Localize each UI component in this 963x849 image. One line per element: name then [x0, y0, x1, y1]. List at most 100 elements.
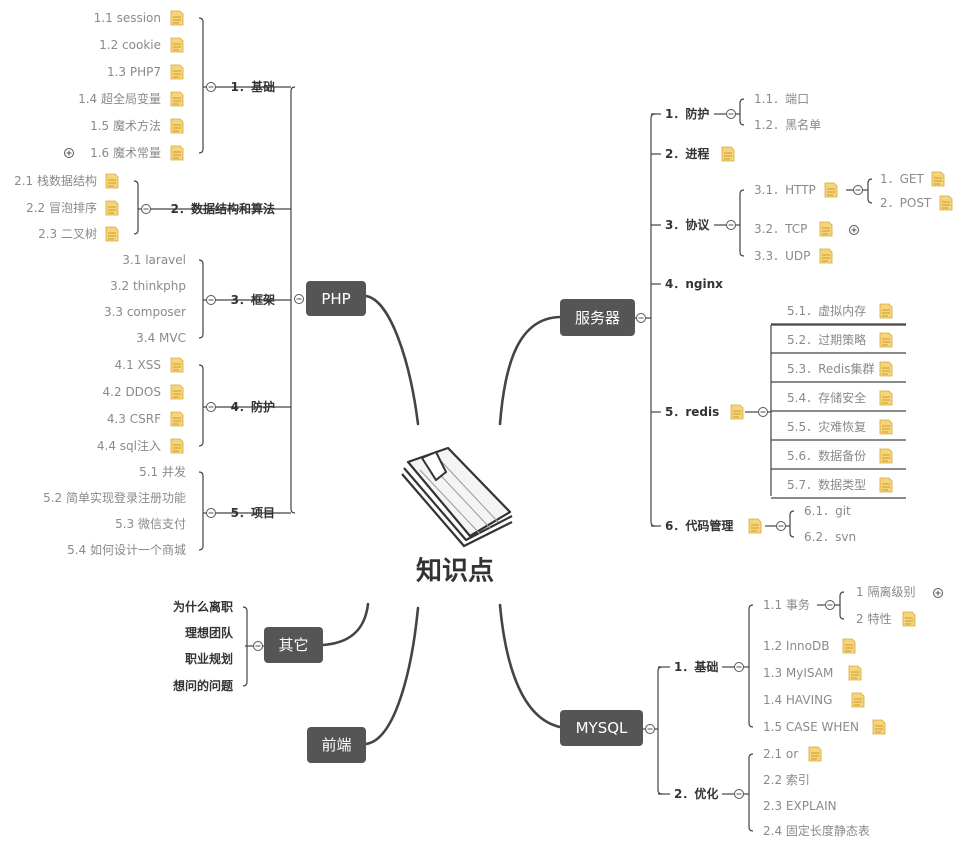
collapse-toggle-icon[interactable]: [758, 407, 768, 417]
mysql-branch-1[interactable]: 1．基础: [674, 660, 719, 674]
php-branch-4[interactable]: 4．防护: [230, 400, 275, 414]
server-item[interactable]: 3.1．HTTP: [754, 183, 816, 197]
server-item[interactable]: 5.7．数据类型: [787, 478, 867, 492]
collapse-toggle-icon[interactable]: [141, 204, 151, 214]
mysql-item[interactable]: 1.4 HAVING: [763, 693, 833, 707]
php-item[interactable]: 5.4 如何设计一个商城: [67, 543, 186, 557]
php-item[interactable]: 3.2 thinkphp: [110, 279, 186, 293]
note-icon[interactable]: [105, 226, 119, 242]
collapse-toggle-icon[interactable]: [776, 521, 786, 531]
note-icon[interactable]: [879, 390, 893, 406]
note-icon[interactable]: [879, 303, 893, 319]
topic-php-box[interactable]: [306, 281, 366, 316]
note-icon[interactable]: [170, 10, 184, 26]
expand-plus-icon[interactable]: [849, 225, 859, 235]
mysql-item[interactable]: 2.2 索引: [763, 773, 810, 787]
mysql-item[interactable]: 1.3 MyISAM: [763, 666, 834, 680]
mysql-item[interactable]: 2.4 固定长度静态表: [763, 824, 870, 838]
note-icon[interactable]: [721, 146, 735, 162]
note-icon[interactable]: [819, 248, 833, 264]
php-item[interactable]: 1.5 魔术方法: [90, 119, 161, 133]
server-sub[interactable]: 2．POST: [880, 196, 932, 210]
collapse-toggle-icon[interactable]: [825, 600, 835, 610]
php-item[interactable]: 1.2 cookie: [99, 38, 161, 52]
collapse-toggle-icon[interactable]: [294, 294, 304, 304]
note-icon[interactable]: [842, 638, 856, 654]
server-item[interactable]: 6.1．git: [804, 504, 851, 518]
php-item[interactable]: 5.2 简单实现登录注册功能: [43, 491, 186, 505]
collapse-toggle-icon[interactable]: [726, 220, 736, 230]
php-item[interactable]: 3.3 composer: [103, 305, 186, 319]
php-branch-5[interactable]: 5．项目: [230, 506, 275, 520]
server-item[interactable]: 6.2．svn: [804, 530, 857, 544]
server-item[interactable]: 3.3．UDP: [754, 249, 811, 263]
php-branch-3[interactable]: 3．框架: [230, 293, 275, 307]
collapse-toggle-icon[interactable]: [206, 508, 216, 518]
note-icon[interactable]: [170, 145, 184, 161]
note-icon[interactable]: [170, 357, 184, 373]
php-item[interactable]: 1.4 超全局变量: [78, 92, 161, 106]
note-icon[interactable]: [105, 200, 119, 216]
server-item[interactable]: 5.3．Redis集群: [787, 362, 875, 376]
server-branch-4[interactable]: 4．nginx: [665, 277, 723, 291]
php-branch-2[interactable]: 2．数据结构和算法: [170, 202, 275, 216]
note-icon[interactable]: [170, 438, 184, 454]
php-branch-1[interactable]: 1．基础: [230, 80, 275, 94]
php-item[interactable]: 1.3 PHP7: [106, 65, 161, 79]
mysql-item[interactable]: 1.1 事务: [763, 598, 810, 612]
collapse-toggle-icon[interactable]: [206, 295, 216, 305]
collapse-toggle-icon[interactable]: [253, 641, 263, 651]
collapse-toggle-icon[interactable]: [853, 185, 863, 195]
server-item[interactable]: 5.6．数据备份: [787, 449, 867, 463]
topic-server-box[interactable]: [560, 299, 635, 336]
server-item[interactable]: 1.1．端口: [754, 92, 810, 106]
note-icon[interactable]: [902, 611, 916, 627]
php-item[interactable]: 1.1 session: [93, 11, 161, 25]
topic-other-box[interactable]: [264, 627, 323, 663]
note-icon[interactable]: [748, 518, 762, 534]
php-item[interactable]: 2.2 冒泡排序: [26, 201, 97, 215]
note-icon[interactable]: [819, 221, 833, 237]
note-icon[interactable]: [105, 173, 119, 189]
php-item[interactable]: 3.4 MVC: [136, 331, 186, 345]
server-item[interactable]: 1.2．黑名单: [754, 118, 822, 132]
mysql-item[interactable]: 1.2 InnoDB: [763, 639, 830, 653]
server-item[interactable]: 5.1．虚拟内存: [787, 304, 867, 318]
php-item[interactable]: 4.2 DDOS: [102, 385, 161, 399]
server-branch-6[interactable]: 6．代码管理: [665, 519, 734, 533]
php-item[interactable]: 4.1 XSS: [114, 358, 161, 372]
php-item[interactable]: 2.3 二叉树: [38, 227, 97, 241]
other-item[interactable]: 理想团队: [184, 626, 233, 640]
collapse-toggle-icon[interactable]: [206, 402, 216, 412]
note-icon[interactable]: [730, 404, 744, 420]
note-icon[interactable]: [170, 91, 184, 107]
topic-php[interactable]: PHP: [321, 289, 351, 308]
note-icon[interactable]: [879, 419, 893, 435]
server-branch-1[interactable]: 1．防护: [665, 107, 710, 121]
note-icon[interactable]: [170, 411, 184, 427]
php-item[interactable]: 4.3 CSRF: [106, 412, 161, 426]
topic-server[interactable]: 服务器: [574, 308, 621, 327]
topic-mysql-box[interactable]: [560, 710, 643, 746]
note-icon[interactable]: [170, 64, 184, 80]
note-icon[interactable]: [879, 448, 893, 464]
other-item[interactable]: 想问的问题: [172, 679, 233, 693]
server-item[interactable]: 5.5．灾难恢复: [787, 420, 867, 434]
server-branch-3[interactable]: 3．协议: [665, 218, 710, 232]
server-item[interactable]: 3.2．TCP: [754, 222, 808, 236]
php-item[interactable]: 2.1 栈数据结构: [14, 174, 97, 188]
topic-other[interactable]: 其它: [278, 636, 309, 654]
mysql-item[interactable]: 2.1 or: [763, 747, 799, 761]
collapse-toggle-icon[interactable]: [645, 724, 655, 734]
other-item[interactable]: 为什么离职: [172, 600, 233, 614]
note-icon[interactable]: [879, 332, 893, 348]
php-item[interactable]: 5.1 并发: [139, 465, 186, 479]
collapse-toggle-icon[interactable]: [726, 109, 736, 119]
server-item[interactable]: 5.2．过期策略: [787, 333, 867, 347]
expand-plus-icon[interactable]: [64, 148, 74, 158]
topic-mysql[interactable]: MYSQL: [575, 719, 628, 737]
note-icon[interactable]: [879, 477, 893, 493]
note-icon[interactable]: [939, 195, 953, 211]
php-item[interactable]: 4.4 sql注入: [96, 439, 161, 453]
collapse-toggle-icon[interactable]: [734, 662, 744, 672]
